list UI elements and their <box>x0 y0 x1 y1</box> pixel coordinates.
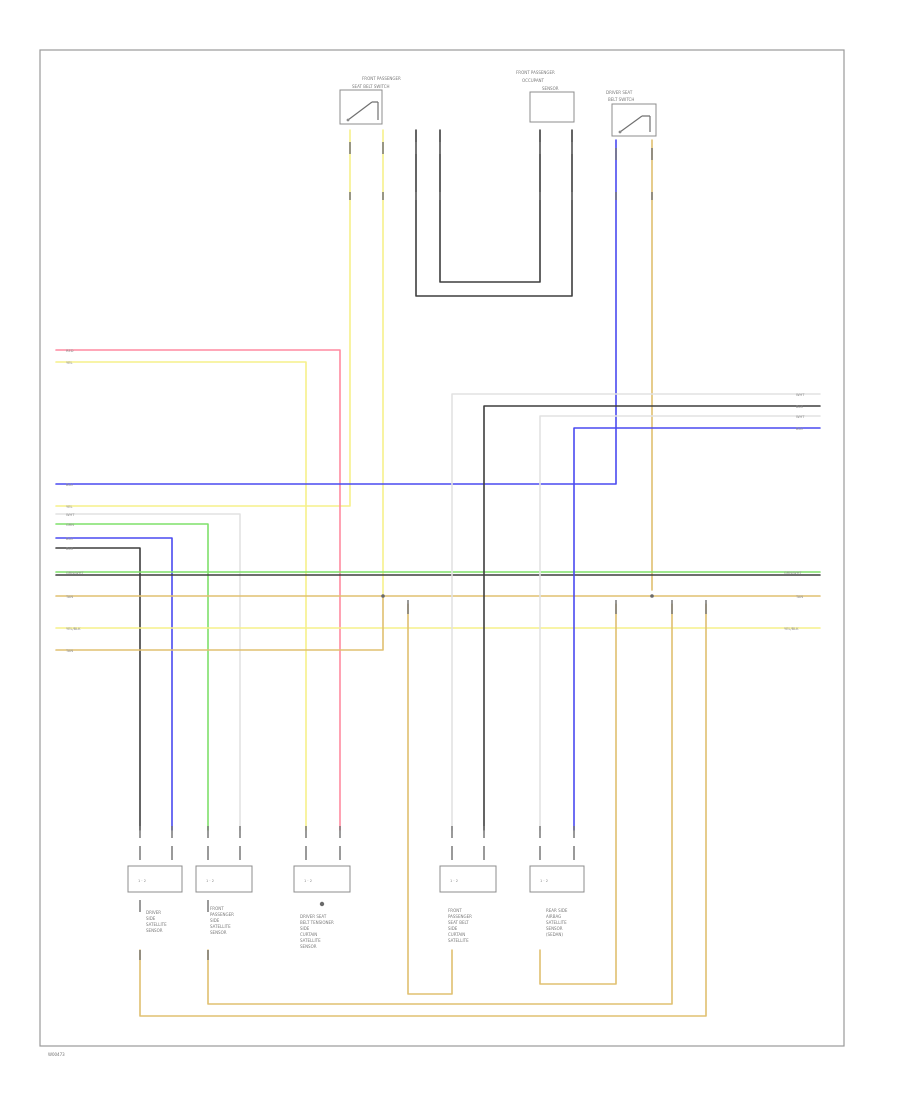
wire-tan-drop-408 <box>407 603 453 995</box>
top-component-1-title: FRONT PASSENGER <box>362 76 401 81</box>
bottom-1-line-3: SATELLITE <box>146 922 167 927</box>
diagram-code: W00473 <box>48 1052 65 1057</box>
connector-pins <box>139 142 707 960</box>
svg-text:1 · 2: 1 · 2 <box>540 879 548 883</box>
bottom-4-line-2: PASSENGER <box>448 914 472 919</box>
bottom-3-line-1: DRIVER SEAT <box>300 914 327 919</box>
left-label-2: YEL <box>66 361 72 365</box>
bottom-3-line-2: BELT TENSIONER <box>300 920 334 925</box>
svg-text:1 · 2: 1 · 2 <box>450 879 458 883</box>
bottom-4-line-1: FRONT <box>448 908 462 913</box>
right-label-4: BLU <box>796 427 803 431</box>
wire-black-loop-outer <box>415 129 573 297</box>
bottom-component-rear-side-sensor: 1 · 2 REAR SIDE AIRBAG SATELLITE SENSOR … <box>529 865 585 937</box>
bottom-1-line-4: SENSOR <box>146 928 163 933</box>
bottom-2-line-4: SATELLITE <box>210 924 231 929</box>
top-component-seat-belt-switch: FRONT PASSENGER SEAT BELT SWITCH <box>339 76 401 125</box>
left-label-3: BLU <box>66 483 73 487</box>
left-label-8: BLK <box>66 547 73 551</box>
wire-tan-drop-616 <box>539 603 617 985</box>
wire-green <box>55 523 209 831</box>
wire-black-right <box>483 405 821 831</box>
wire-white-right <box>451 393 821 831</box>
wire-black-left <box>55 547 141 831</box>
top-component-2-subtitle: OCCUPANT <box>522 78 545 83</box>
bottom-2-line-3: SIDE <box>210 918 220 923</box>
left-label-12: TAN <box>65 649 73 653</box>
wire-blue-long <box>55 139 617 485</box>
top-component-occupant-sensor: FRONT PASSENGER OCCUPANT SENSOR <box>516 70 575 123</box>
wire-yellow-switch-left <box>55 129 351 507</box>
bottom-component-driver-curtain-sensor: 1 · 2 DRIVER SEAT BELT TENSIONER SIDE CU… <box>293 865 351 949</box>
wire-tan-lower <box>55 597 384 651</box>
bottom-3-line-5: SATELLITE <box>300 938 321 943</box>
wire-black-loop-inner <box>439 129 541 283</box>
bottom-component-passenger-side-sensor: 1 · 2 FRONT PASSENGER SIDE SATELLITE SEN… <box>195 865 253 935</box>
bottom-2-line-5: SENSOR <box>210 930 227 935</box>
svg-text:1 · 2: 1 · 2 <box>206 879 214 883</box>
bottom-2-line-1: FRONT <box>210 906 224 911</box>
right-label-7: YEL/BLK <box>784 627 799 631</box>
bottom-4-line-3: SEAT BELT <box>448 920 469 925</box>
bottom-4-line-6: SATELLITE <box>448 938 469 943</box>
left-label-5: WHT <box>66 513 75 517</box>
wire-red <box>55 349 341 831</box>
bottom-1-line-1: DRIVER <box>146 910 161 915</box>
left-label-11: YEL/BLK <box>66 627 81 631</box>
wire-tan-drop-672 <box>207 603 673 1005</box>
top-component-3-title: DRIVER SEAT <box>606 90 633 95</box>
top-component-1-subtitle: SEAT BELT SWITCH <box>352 84 390 89</box>
bottom-5-line-2: AIRBAG <box>546 914 561 919</box>
left-wire-labels: RED YEL BLU YEL WHT GRN BLU BLK GRN/WHT … <box>65 349 84 653</box>
bottom-1-line-2: SIDE <box>146 916 156 921</box>
right-label-1: WHT <box>796 393 805 397</box>
wire-blue-left <box>55 537 173 831</box>
right-wire-labels: WHT BLK WHT BLU GRN/WHT TAN YEL/BLK <box>784 393 805 631</box>
wire-white-right-2 <box>539 415 821 831</box>
bottom-2-line-2: PASSENGER <box>210 912 234 917</box>
bottom-5-line-3: SATELLITE <box>546 920 567 925</box>
left-label-10: TAN <box>65 595 73 599</box>
left-label-7: BLU <box>66 537 73 541</box>
left-label-9: GRN/WHT <box>66 571 84 575</box>
wire-tan-drop-706 <box>139 603 707 1017</box>
wire-blue-right <box>573 427 821 831</box>
bottom-component-driver-side-sensor: 1 · 2 DRIVER SIDE SATELLITE SENSOR <box>127 865 183 933</box>
top-component-2-title: FRONT PASSENGER <box>516 70 555 75</box>
bottom-3-line-6: SENSOR <box>300 944 317 949</box>
right-label-2: BLK <box>796 405 803 409</box>
right-label-5: GRN/WHT <box>784 571 802 575</box>
diagram-frame <box>39 49 845 1047</box>
bottom-3-line-4: CURTAIN <box>300 932 317 937</box>
bottom-3-line-3: SIDE <box>300 926 310 931</box>
wire-yellow-left <box>55 361 307 831</box>
bottom-5-line-1: REAR SIDE <box>546 908 568 913</box>
right-label-6: TAN <box>795 595 803 599</box>
top-component-3-subtitle: BELT SWITCH <box>608 97 634 102</box>
wire-white-left <box>55 513 241 831</box>
bottom-4-line-5: CURTAIN <box>448 932 465 937</box>
top-component-driver-belt-switch: DRIVER SEAT BELT SWITCH <box>606 90 657 137</box>
svg-text:1 · 2: 1 · 2 <box>304 879 312 883</box>
top-component-2-subtitle2: SENSOR <box>542 86 559 91</box>
svg-text:1 · 2: 1 · 2 <box>138 879 146 883</box>
left-label-6: GRN <box>66 523 74 527</box>
bottom-4-line-4: SIDE <box>448 926 458 931</box>
left-label-1: RED <box>66 349 74 353</box>
bottom-component-passenger-curtain-sensor: 1 · 2 FRONT PASSENGER SEAT BELT SIDE CUR… <box>439 865 497 943</box>
bottom-5-line-5: (SEDAN) <box>546 932 563 937</box>
splice-dots <box>319 594 654 907</box>
left-label-4: YEL <box>66 505 72 509</box>
bottom-5-line-4: SENSOR <box>546 926 563 931</box>
right-label-3: WHT <box>796 415 805 419</box>
